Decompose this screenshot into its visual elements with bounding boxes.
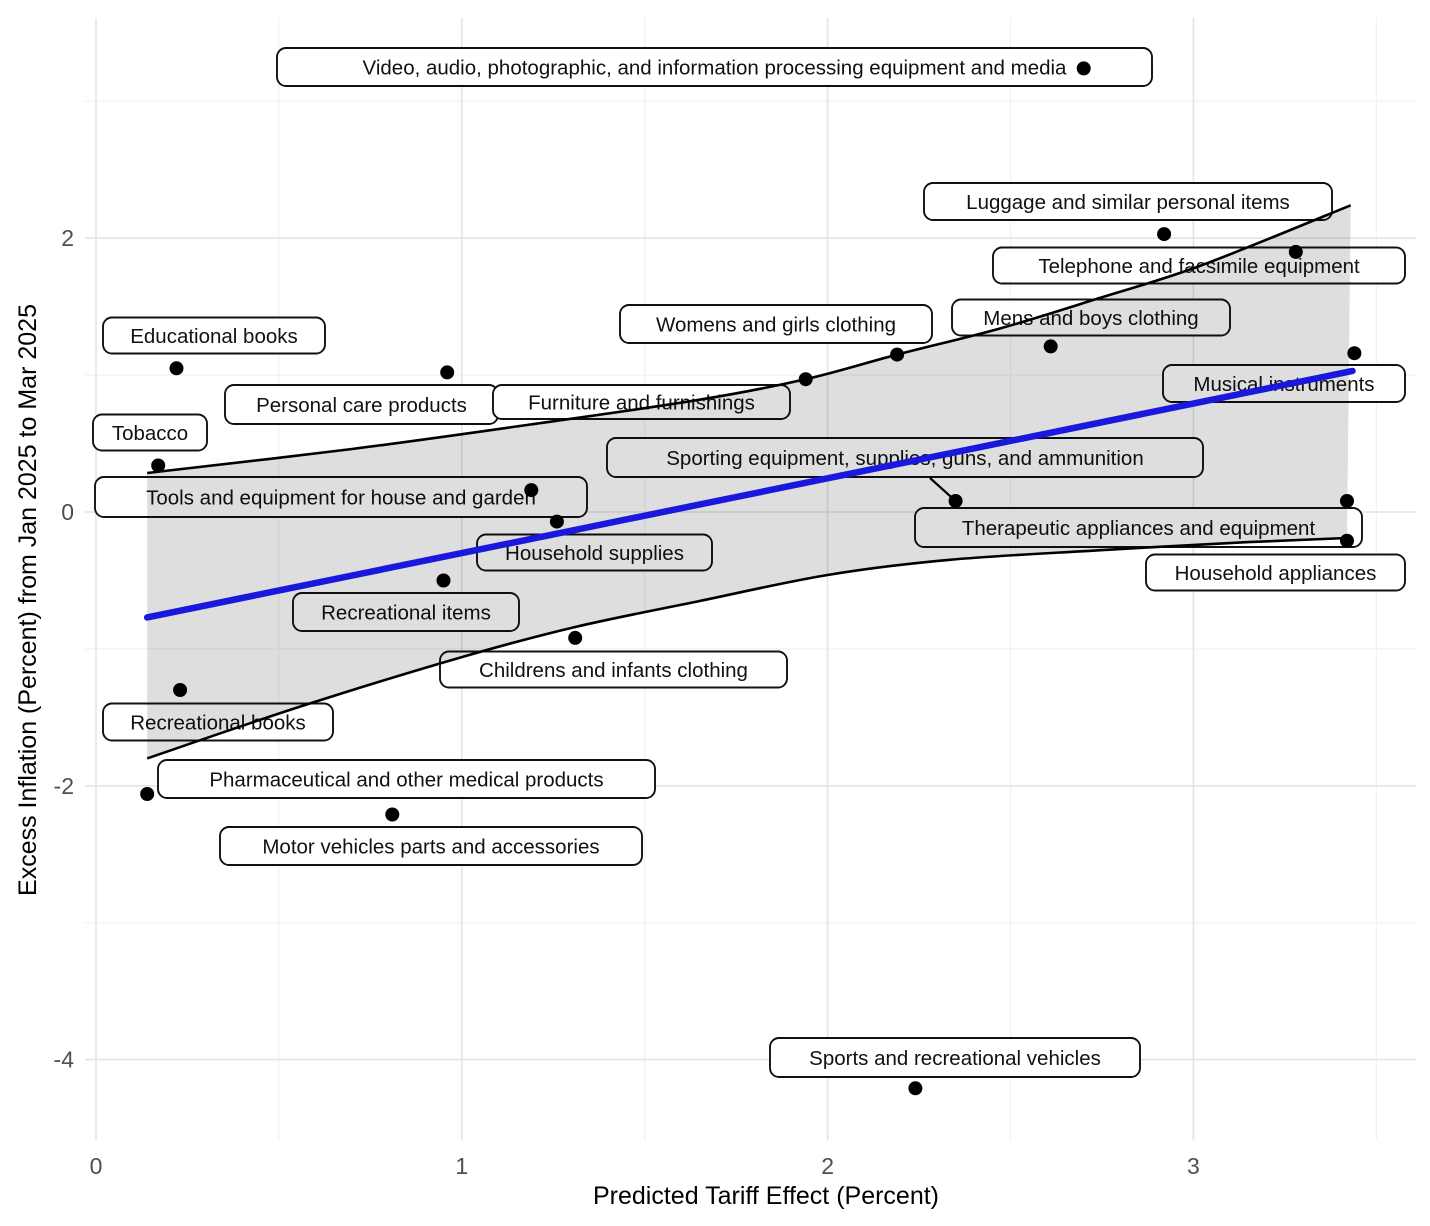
label-text: Educational books [130,325,298,348]
regression-line [143,367,1356,621]
point-label-mens-boys-clothing: Mens and boys clothing [951,298,1231,337]
data-point-household-appliances [1340,533,1354,548]
label-box [102,702,334,742]
x-tick-label: 3 [1187,1153,1200,1179]
regression-line-layer [143,367,1356,621]
data-point-sports-recreational-vehicles [908,1081,923,1096]
y-tick-label: 2 [61,225,74,251]
label-text: Personal care products [256,394,467,417]
y-tick-label: -4 [54,1047,75,1073]
point-label-recreational-books: Recreational books [102,702,334,742]
point-label-therapeutic-appliances: Therapeutic appliances and equipment [914,507,1363,548]
point-label-recreational-items: Recreational items [292,592,520,632]
data-points [140,61,1362,1096]
label-text: Childrens and infants clothing [479,659,748,682]
data-point-sporting-equipment [948,494,963,508]
label-box [292,592,520,632]
label-box [92,413,208,452]
x-tick-label: 2 [821,1153,834,1179]
data-point-therapeutic-appliances [1340,494,1354,508]
data-point-childrens-infants-clothing [568,630,583,645]
label-text: Motor vehicles parts and accessories [262,836,599,859]
point-label-tools-house-garden: Tools and equipment for house and garden [94,476,588,518]
label-box [769,1037,1141,1078]
label-text: Household appliances [1175,562,1377,585]
point-label-childrens-infants-clothing: Childrens and infants clothing [439,650,788,689]
label-text: Sporting equipment, supplies, guns, and … [666,447,1144,470]
data-point-pharmaceutical [140,787,155,801]
confidence-band-lower-edge [146,536,1348,760]
label-text: Therapeutic appliances and equipment [962,517,1316,540]
label-text: Video, audio, photographic, and informat… [363,57,1068,80]
x-tick-label: 0 [90,1153,103,1179]
data-point-educational-books [169,361,184,376]
data-point-video-audio-photo [1076,61,1091,76]
data-point-recreational-books [173,683,188,697]
data-point-tools-house-garden [524,483,539,498]
point-label-furniture: Furniture and furnishings [492,384,791,420]
point-label-sporting-equipment: Sporting equipment, supplies, guns, and … [606,437,1204,478]
point-label-educational-books: Educational books [102,316,326,355]
label-text: Recreational items [321,602,491,625]
label-box [94,476,588,518]
data-point-telephone [1288,244,1303,259]
point-label-luggage: Luggage and similar personal items [923,182,1333,221]
y-tick-label: 0 [61,499,74,525]
point-label-personal-care: Personal care products [224,384,499,425]
y-axis-title: Excess Inflation (Percent) from Jan 2025… [14,304,42,896]
point-label-womens-girls-clothing: Womens and girls clothing [619,304,933,344]
point-label-video-audio-photo: Video, audio, photographic, and informat… [276,47,1153,87]
label-box [102,316,326,355]
point-label-pharmaceutical: Pharmaceutical and other medical product… [157,759,656,799]
data-point-tobacco [151,458,166,473]
data-point-luggage [1157,227,1172,242]
label-text: Mens and boys clothing [983,307,1198,330]
label-text: Tobacco [112,422,188,445]
data-point-personal-care [440,365,455,380]
label-text: Furniture and furnishings [528,392,755,415]
label-box [492,384,791,420]
data-point-womens-girls-clothing [890,347,905,362]
label-box [157,759,656,799]
point-label-household-appliances: Household appliances [1145,553,1406,592]
data-point-furniture [798,372,813,387]
confidence-band-upper-edge [147,204,1352,475]
x-axis-title: Predicted Tariff Effect (Percent) [593,1182,939,1210]
axis-ticks: 0 1 2 3 2 0 -2 -4 [54,225,1200,1179]
label-box [1145,553,1406,592]
label-text: Womens and girls clothing [656,314,896,337]
point-label-motor-vehicles-parts: Motor vehicles parts and accessories [219,826,643,866]
data-point-mens-boys-clothing [1043,339,1058,354]
point-label-tobacco: Tobacco [92,413,208,452]
point-label-household-supplies: Household supplies [476,533,713,572]
point-label-sports-recreational-vehicles: Sports and recreational vehicles [769,1037,1141,1078]
label-box [606,437,1204,478]
label-text: Tools and equipment for house and garden [146,487,536,510]
label-text: Luggage and similar personal items [966,191,1290,214]
label-text: Pharmaceutical and other medical product… [209,769,603,792]
label-box [923,182,1333,221]
label-box [276,47,1153,87]
label-text: Recreational books [130,712,306,735]
x-tick-label: 1 [455,1153,468,1179]
data-point-motor-vehicles-parts [385,807,400,822]
label-box [619,304,933,344]
data-point-recreational-items [436,573,451,588]
data-point-household-supplies [549,514,564,529]
y-tick-label: -2 [54,773,74,799]
label-box [219,826,643,866]
label-text: Household supplies [505,542,684,565]
label-text: Sports and recreational vehicles [809,1047,1101,1070]
data-point-musical-instruments [1347,346,1362,361]
label-box [439,650,788,689]
